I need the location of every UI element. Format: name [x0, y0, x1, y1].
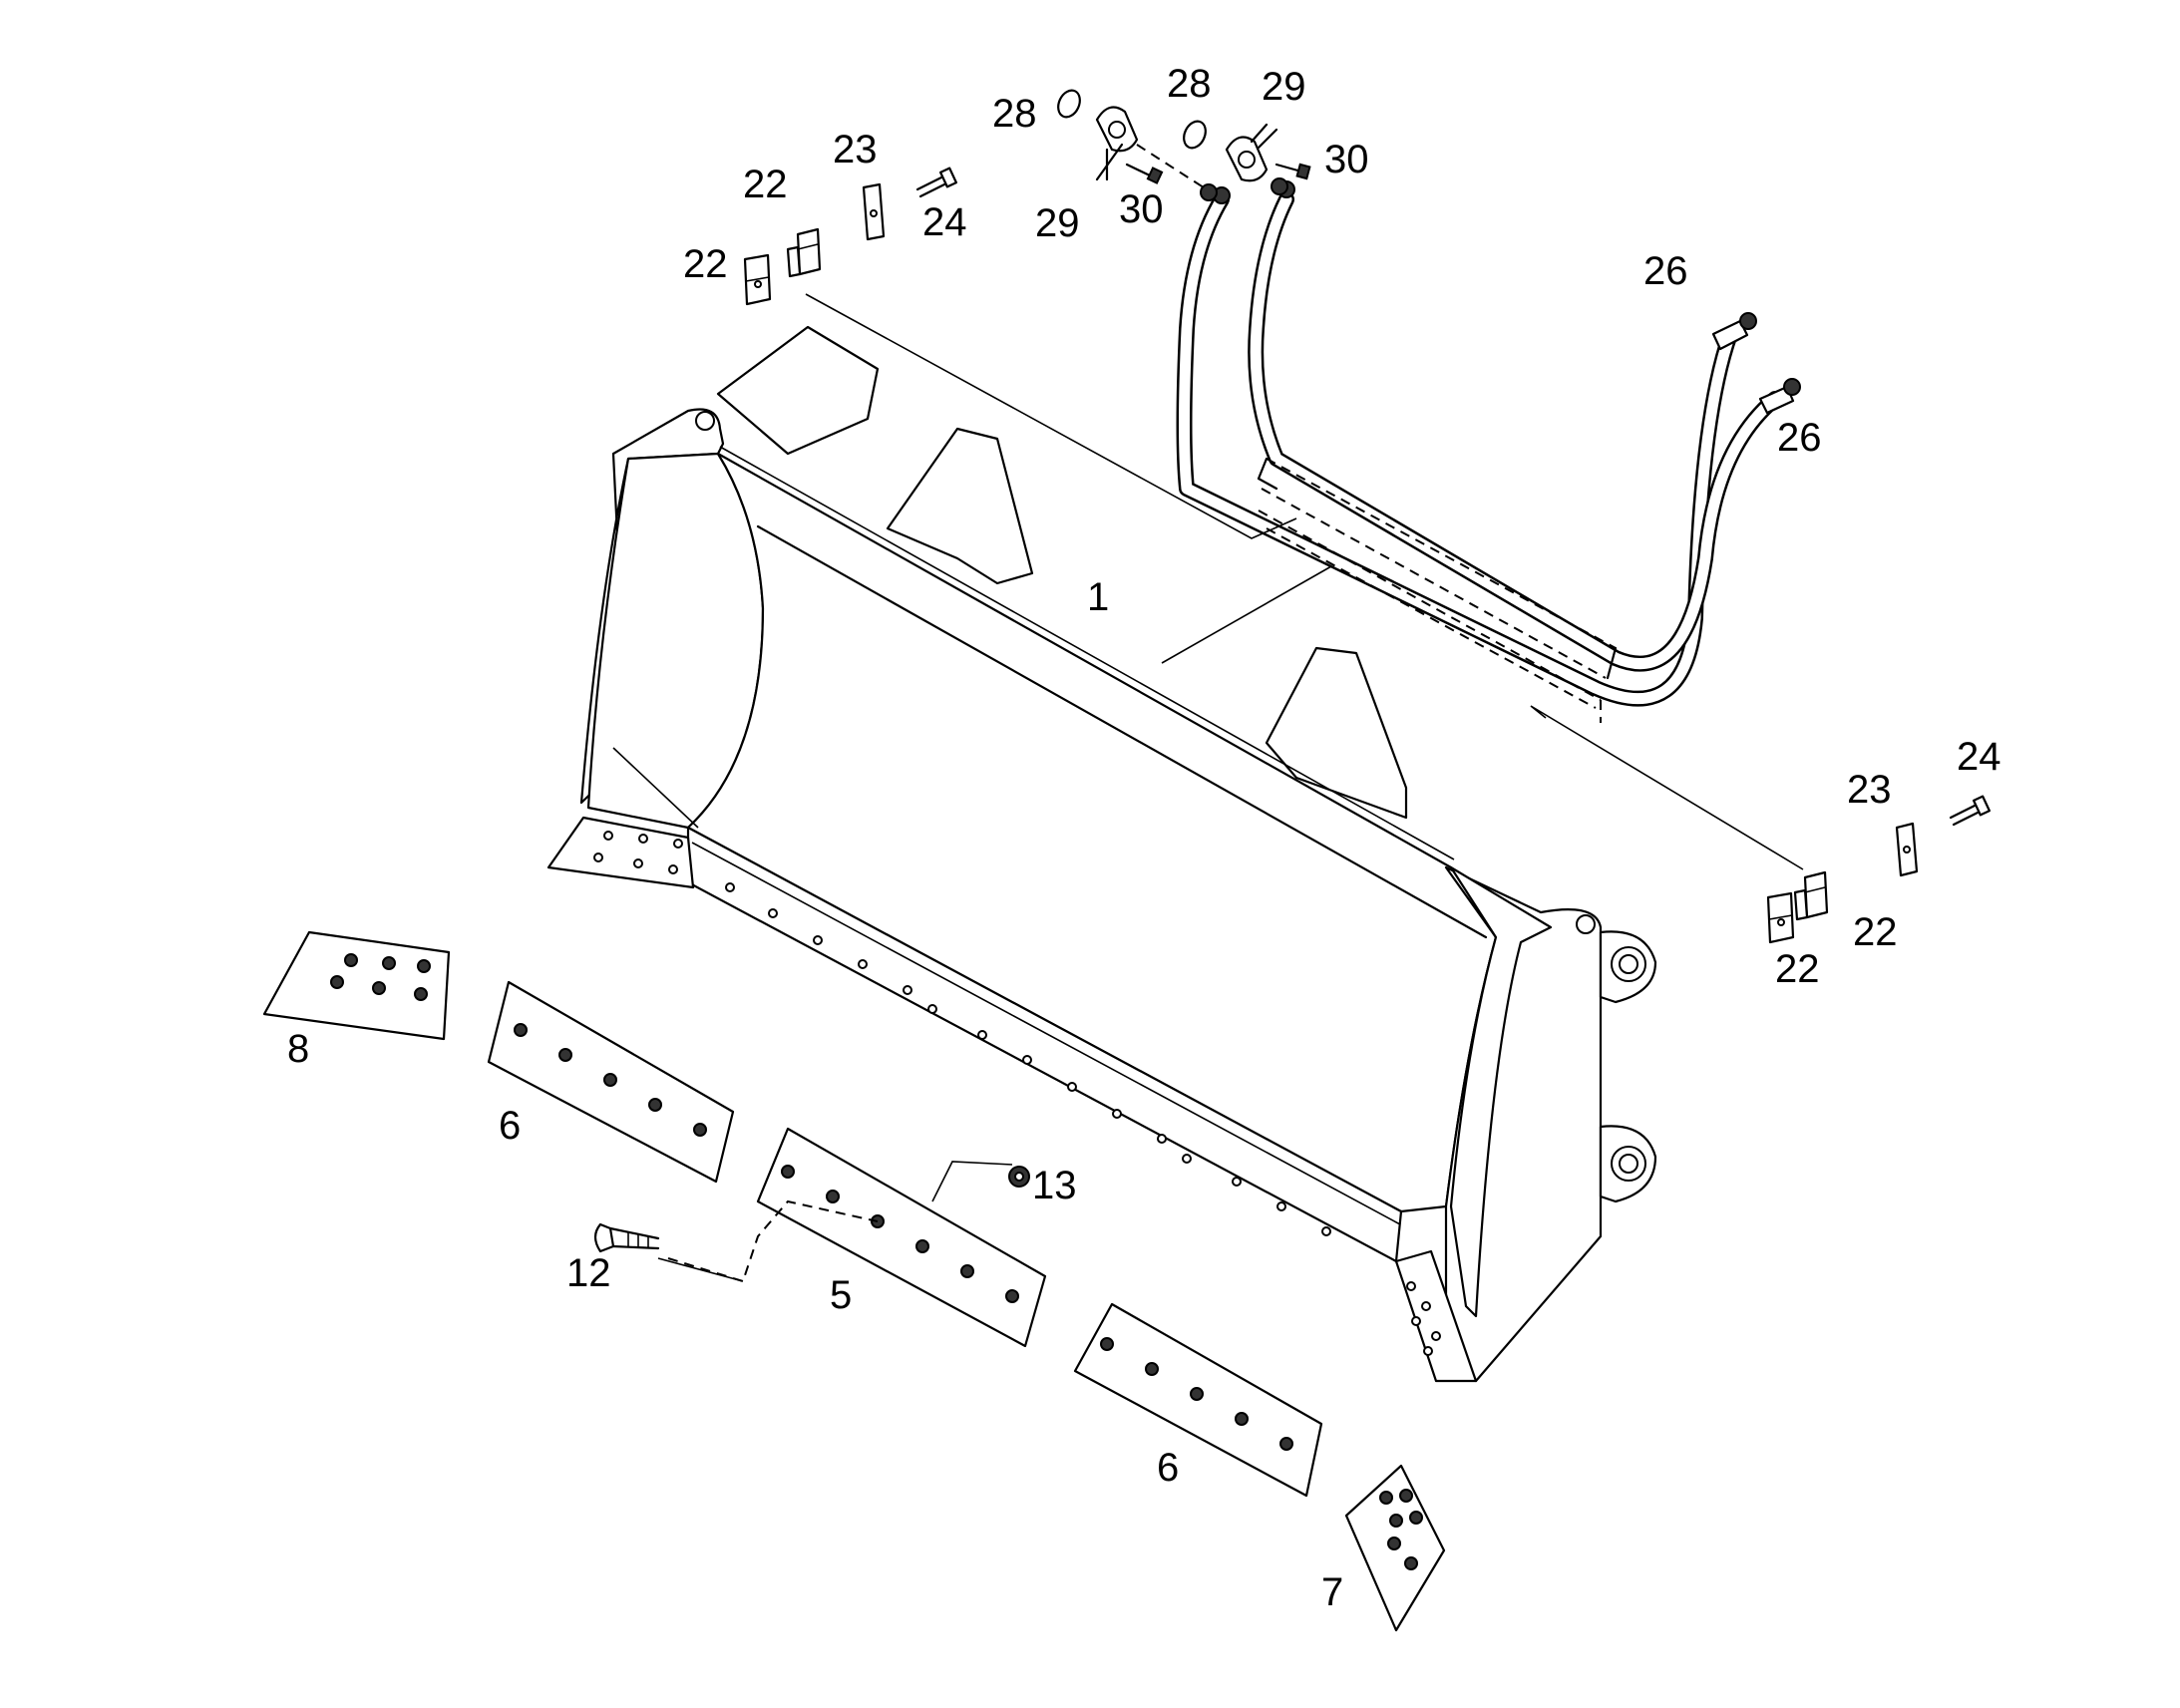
bolt-30a: [1125, 163, 1164, 184]
clamp-block-22a: [786, 227, 822, 278]
label-24a: 24: [922, 200, 967, 244]
hydraulic-hoses: [1176, 180, 1801, 707]
label-8: 8: [287, 1027, 309, 1071]
label-6a: 6: [499, 1104, 521, 1148]
label-24b: 24: [1957, 735, 2001, 779]
bucket-pivot-hole-right: [1576, 914, 1596, 934]
part-6-edge-segment-left: [487, 980, 735, 1184]
leader-1: [1161, 565, 1332, 664]
label-23a: 23: [833, 128, 878, 171]
label-30a: 30: [1119, 187, 1164, 231]
label-26a: 26: [1643, 249, 1688, 293]
label-7: 7: [1321, 1570, 1343, 1614]
label-29b: 29: [1262, 65, 1306, 109]
clamp-block-22b: [743, 253, 772, 306]
part-13-nut: [1008, 1166, 1030, 1188]
label-6b: 6: [1157, 1446, 1179, 1490]
part-5-edge-segment-middle: [756, 1127, 1047, 1348]
label-22b: 22: [683, 242, 728, 286]
label-30b: 30: [1324, 138, 1369, 181]
label-22a: 22: [743, 163, 788, 206]
part-7-corner-plate: [1344, 1464, 1446, 1632]
bucket-body: [546, 325, 1657, 1383]
hose-cover-guard: [1257, 457, 1618, 723]
bucket-top-edge: [719, 446, 1455, 860]
bucket-corner-plate-left: [546, 816, 695, 889]
label-1: 1: [1087, 575, 1109, 619]
part-6-edge-segment-right: [1073, 1302, 1323, 1498]
part-8-corner-plate: [262, 930, 451, 1041]
bolt-24b: [1949, 795, 1992, 827]
label-23b: 23: [1847, 768, 1892, 812]
bolt-24a: [915, 167, 958, 198]
bolt-30b: [1274, 163, 1311, 180]
label-26b: 26: [1777, 416, 1822, 460]
label-22c: 22: [1853, 910, 1898, 954]
leader-22-bottom: [1530, 705, 1804, 870]
flange-clamp-29a: [1095, 106, 1139, 153]
leader-12-dashed: [667, 1199, 879, 1283]
part-labels: 1 5 6 6 7 8 12 13 22 22 22 22 23 23 24 2…: [287, 62, 2001, 1614]
label-5: 5: [830, 1273, 852, 1317]
o-ring-28a: [1057, 89, 1081, 119]
label-28b: 28: [1167, 62, 1212, 106]
bucket-side-inner-right: [1449, 865, 1553, 1318]
flange-clamp-29b: [1225, 136, 1269, 182]
leader-22-top: [805, 293, 1297, 539]
label-28a: 28: [992, 92, 1037, 136]
o-ring-28b: [1183, 120, 1207, 150]
label-29a: 29: [1035, 201, 1080, 245]
clamp-block-22c: [1793, 870, 1829, 921]
label-12: 12: [566, 1251, 611, 1295]
bucket-back-crease: [756, 524, 1488, 939]
leader-13: [931, 1161, 1013, 1202]
part-12-plough-bolt: [593, 1222, 660, 1253]
bucket-rib-right: [1265, 646, 1408, 820]
label-13: 13: [1032, 1164, 1077, 1207]
bucket-pivot-hole-left: [695, 411, 715, 431]
bucket-rear-plate-left: [716, 325, 880, 456]
bucket-edge-holes: [725, 882, 1331, 1236]
bucket-rib-left: [886, 427, 1034, 585]
bucket-corner-plate-right: [1394, 1249, 1478, 1383]
clamp-block-22d: [1766, 891, 1795, 944]
label-22d: 22: [1775, 947, 1820, 991]
